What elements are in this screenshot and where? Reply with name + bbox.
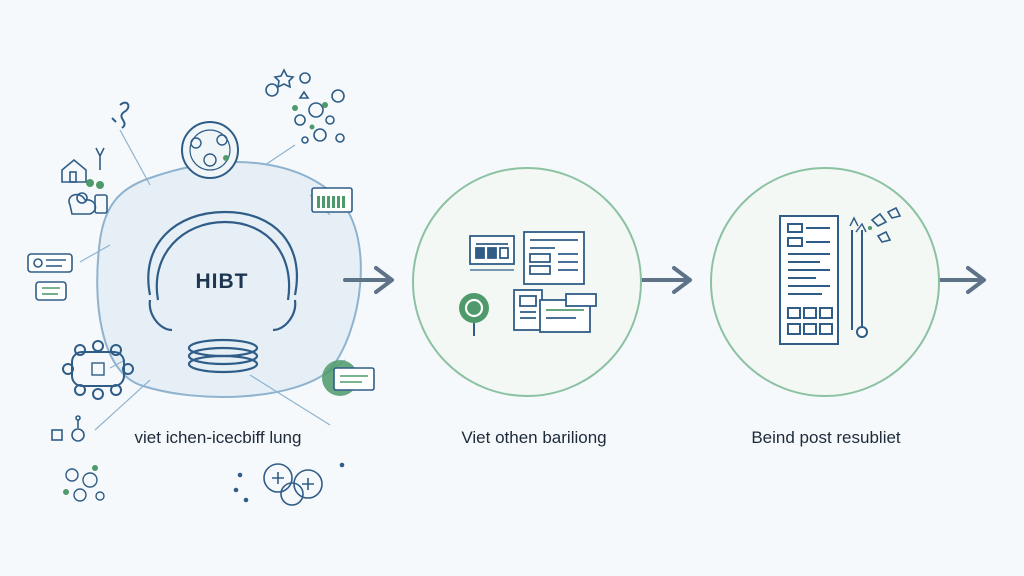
- document-panel-icon: [523, 231, 585, 285]
- hub-blob: [96, 161, 362, 398]
- bubbles-plus-icon: [233, 462, 345, 506]
- swirl-icon: [111, 101, 130, 129]
- tall-document-icon: [779, 215, 839, 345]
- leaf-cluster-icon: [868, 206, 902, 243]
- globe-network-icon: [181, 121, 239, 179]
- meeting-table-icon: [62, 340, 134, 400]
- network-nodes-icon: [63, 465, 105, 502]
- headset-icon: [147, 210, 298, 374]
- dashboard-window-icon: [469, 235, 515, 271]
- puzzle-icon: [51, 415, 85, 442]
- gear-cluster-icon: [265, 68, 345, 144]
- chart-card-icon: [311, 187, 353, 213]
- flow-arrow-1: [343, 266, 394, 294]
- settings-globe-icon: [459, 293, 489, 336]
- hub-label: HIBT: [195, 270, 249, 293]
- hub-caption: viet ichen-icecbiff lung: [134, 428, 302, 447]
- right-caption: Beind post resubliet: [751, 428, 901, 447]
- home-icon: [61, 147, 108, 215]
- flow-arrow-3: [932, 266, 986, 294]
- document-badge-icon: [322, 360, 375, 396]
- flow-arrow-2: [640, 266, 692, 294]
- file-cards-icon: [513, 289, 597, 333]
- thermometer-icon: [849, 216, 868, 338]
- message-cards-icon: [27, 253, 73, 301]
- middle-caption: Viet othen bariliong: [461, 428, 607, 447]
